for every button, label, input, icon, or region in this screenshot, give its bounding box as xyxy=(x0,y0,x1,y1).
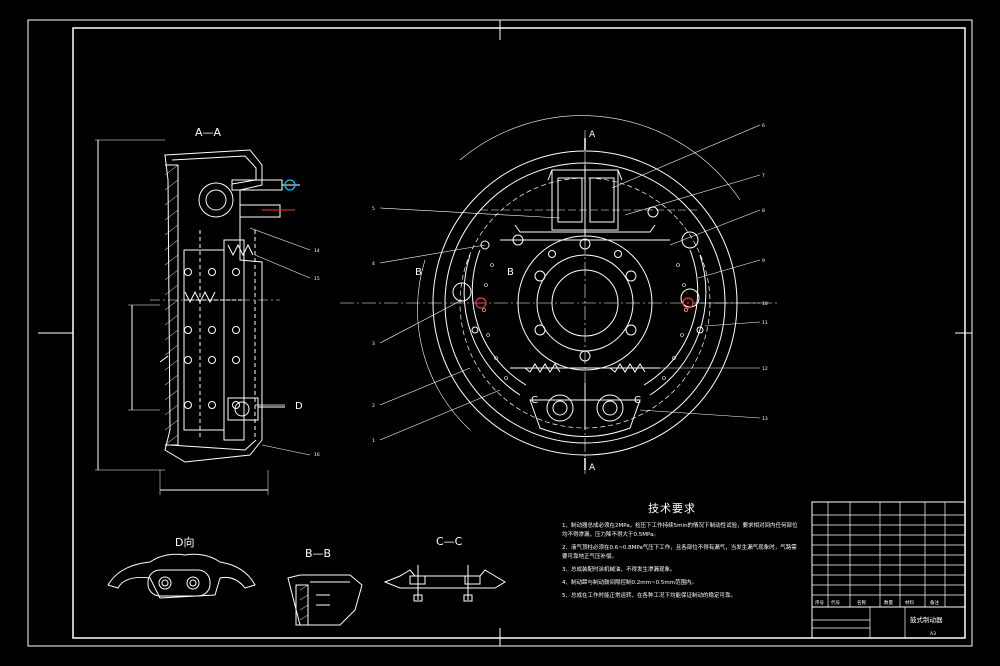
tech-item: 4、制动蹄与制动鼓间隙控制0.2mm~0.5mm范围内。 xyxy=(562,580,698,586)
section-aa-view xyxy=(95,139,311,495)
callout-5: 5 xyxy=(372,206,375,212)
callout-4: 4 xyxy=(372,261,375,267)
callout-9: 9 xyxy=(762,258,765,264)
tb-sheet: A3 xyxy=(930,631,936,637)
tb-header-2: 名称 xyxy=(857,599,866,606)
section-cc-label: C—C xyxy=(436,535,463,548)
callout-15: 15 xyxy=(314,276,320,282)
anchor-pin-right-icon xyxy=(682,297,694,309)
view-d-label: D向 xyxy=(175,535,194,549)
section-aa-label: A—A xyxy=(195,126,222,139)
callout-6: 6 xyxy=(762,123,765,129)
view-d xyxy=(107,553,256,599)
front-view xyxy=(340,115,780,475)
tb-header-1: 代号 xyxy=(831,599,840,606)
callout-3: 3 xyxy=(372,341,375,347)
tb-header-0: 序号 xyxy=(815,599,824,606)
tech-item: 2、液气顶柱必须在0.6~0.8MPa气压下工作，且各部位不得有漏气，当发生漏气… xyxy=(562,545,797,560)
section-bb xyxy=(287,574,363,626)
bleeder-valve-icon xyxy=(284,179,296,191)
section-cc xyxy=(383,565,506,602)
tech-item: 5、总成在工作时能正常运转，在各种工况下均能保证制动的稳定可靠。 xyxy=(562,593,737,599)
tb-header-3: 数量 xyxy=(884,599,893,606)
marker-c-left: C xyxy=(531,395,538,406)
tb-drawing-name: 鼓式制动器 xyxy=(910,615,943,624)
callout-14: 14 xyxy=(314,248,320,254)
section-bb-label: B—B xyxy=(305,547,331,560)
tech-item: 3、总成装配时涂机械油，不得发生渗漏现象。 xyxy=(562,567,676,573)
tb-header-5: 备注 xyxy=(930,599,939,606)
tech-item: 1、制动器总成必须在2MPa，检压下工作持续5min的情况下制动性试验，要求相对… xyxy=(562,523,798,538)
marker-b-left: B xyxy=(415,267,422,278)
tech-requirements: 技术要求 1、制动器总成必须在2MPa，检压下工作持续5min的情况下制动性试验… xyxy=(562,500,802,601)
callout-8: 8 xyxy=(762,208,765,214)
tech-title: 技术要求 xyxy=(648,502,696,515)
callout-10: 10 xyxy=(762,301,768,307)
callout-16: 16 xyxy=(314,452,320,458)
anchor-pin-left-icon xyxy=(475,297,487,309)
marker-a-top: A xyxy=(589,130,596,140)
callout-11: 11 xyxy=(762,320,768,326)
tb-header-4: 材料 xyxy=(905,599,914,606)
callout-12: 12 xyxy=(762,366,768,372)
marker-b-right: B xyxy=(507,267,514,278)
marker-d-label: D xyxy=(295,401,303,412)
callout-7: 7 xyxy=(762,173,765,179)
callout-2: 2 xyxy=(372,403,375,409)
marker-c-right: C xyxy=(634,395,641,406)
callout-13: 13 xyxy=(762,416,768,422)
callout-1: 1 xyxy=(372,438,375,444)
marker-a-bottom: A xyxy=(589,463,596,473)
title-block xyxy=(811,501,966,639)
